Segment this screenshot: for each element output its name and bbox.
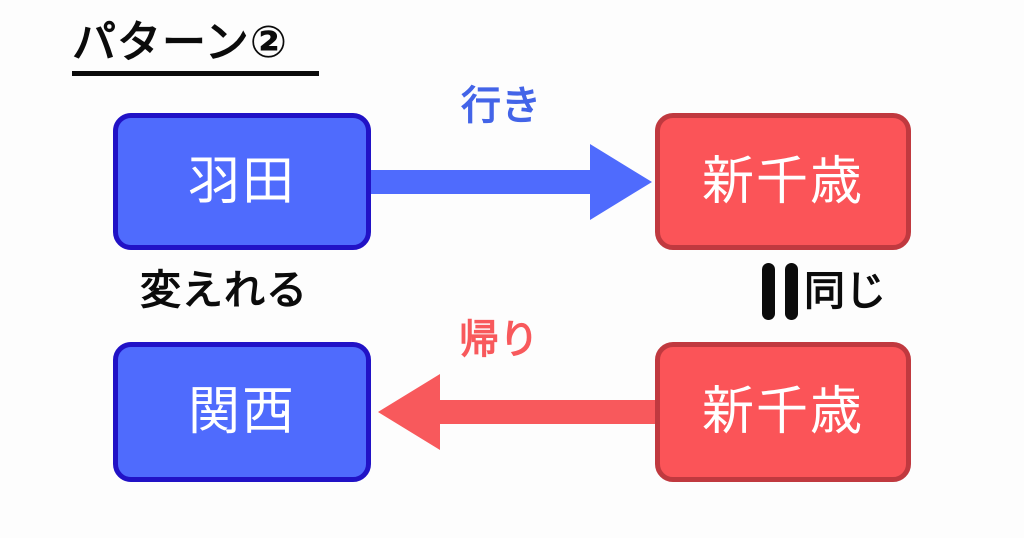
annotation-same-group: 同じ	[762, 262, 886, 320]
node-kansai[interactable]: 関西	[113, 342, 371, 482]
node-chitose-return[interactable]: 新千歳	[655, 342, 911, 482]
page-title: パターン②	[72, 17, 289, 68]
equals-bar-left-icon	[762, 262, 775, 320]
arrow-left-return-icon	[378, 374, 655, 450]
equals-bar-right-icon	[785, 262, 798, 320]
annotation-same-label: 同じ	[804, 266, 886, 315]
node-chitose-outbound[interactable]: 新千歳	[655, 113, 911, 250]
node-haneda[interactable]: 羽田	[113, 113, 371, 250]
arrow-right-outbound-icon	[371, 144, 652, 220]
arrow-label-outbound: 行き	[461, 83, 541, 129]
arrow-label-return: 帰り	[459, 317, 539, 363]
title-underline	[72, 71, 319, 76]
annotation-changeable: 変えれる	[140, 266, 308, 314]
